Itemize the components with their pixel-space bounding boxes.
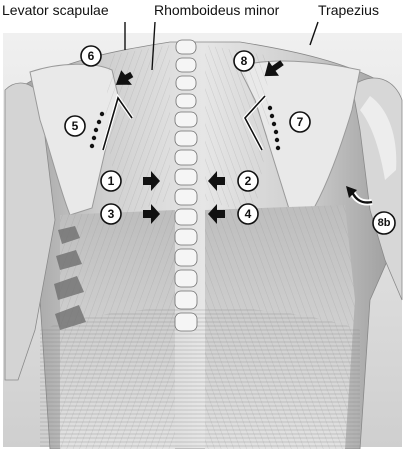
svg-text:8: 8 [241,54,248,68]
svg-text:3: 3 [108,207,115,221]
marker-5: 5 [65,116,85,136]
marker-2: 2 [238,171,258,191]
svg-text:1: 1 [108,174,115,188]
svg-text:2: 2 [245,174,252,188]
svg-text:7: 7 [297,115,304,129]
svg-text:4: 4 [245,207,252,221]
marker-8b: 8b [373,212,395,234]
svg-text:6: 6 [88,49,95,63]
svg-text:5: 5 [72,119,79,133]
marker-6: 6 [81,46,101,66]
lumbar-fascia [40,308,360,449]
svg-text:8b: 8b [378,217,391,229]
marker-1: 1 [101,171,121,191]
marker-8: 8 [234,51,254,71]
marker-3: 3 [101,204,121,224]
marker-7: 7 [290,112,310,132]
marker-4: 4 [238,204,258,224]
